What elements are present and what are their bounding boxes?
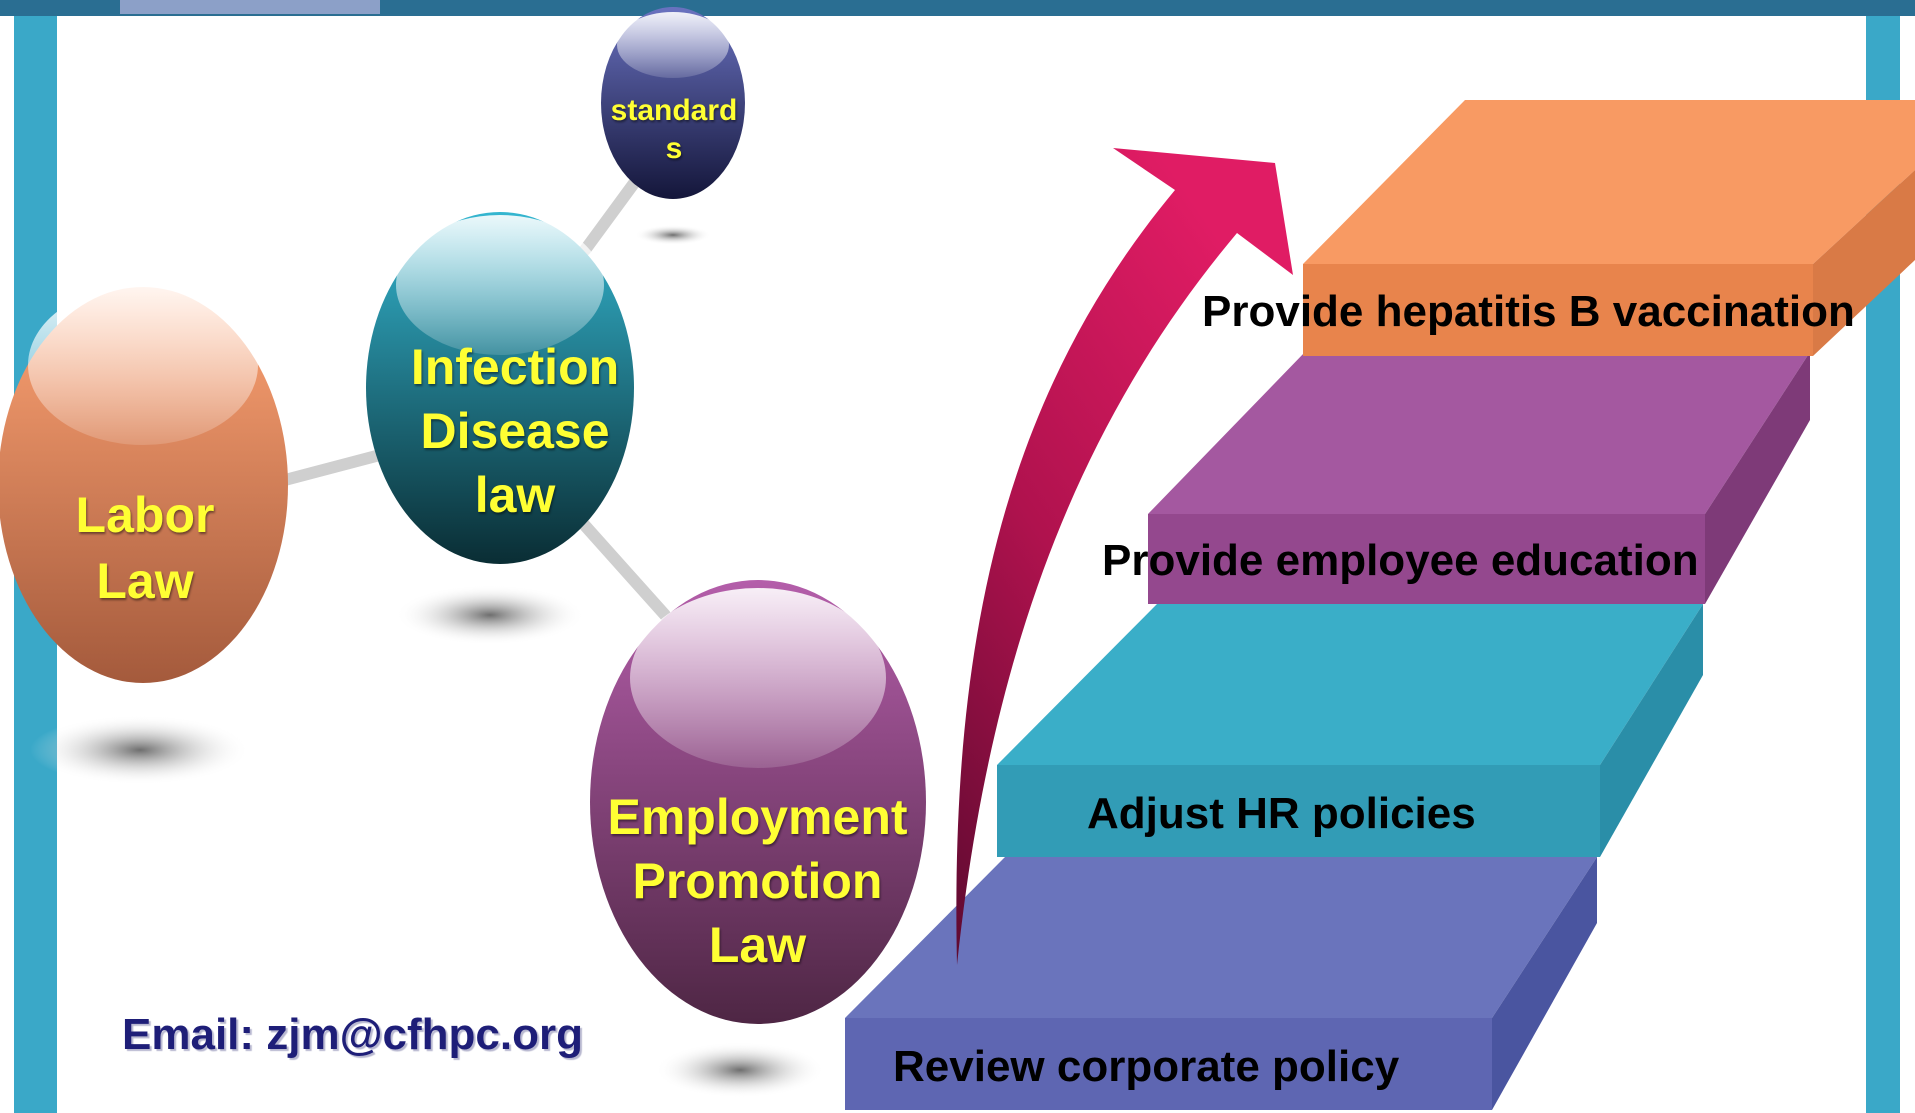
bubble-infection: [366, 212, 634, 564]
growth-arrow: [956, 148, 1293, 965]
bubble-shadows: [30, 225, 825, 1098]
bubble-employment: [590, 580, 926, 1024]
step-adjust-hr-policies: Adjust HR policies: [1087, 789, 1476, 838]
bubble-labor: [0, 285, 288, 683]
contact-email: Email: zjm@cfhpc.org: [122, 1010, 583, 1059]
employment-promotion-law-label: Employment Promotion Law: [607, 789, 908, 973]
step-employee-education: Provide employee education: [1102, 536, 1699, 585]
bubble-standards: [601, 7, 745, 199]
step-review-corporate-policy: Review corporate policy: [893, 1042, 1400, 1091]
standards-label: standard s: [610, 94, 738, 165]
labor-law-label: Labor Law: [75, 487, 215, 609]
staircase: [845, 100, 1915, 1110]
bubble-connectors: [279, 169, 671, 621]
infection-disease-law-label: Infection Disease law: [410, 339, 620, 523]
step-hepatitis-b-vaccination: Provide hepatitis B vaccination: [1202, 287, 1855, 336]
